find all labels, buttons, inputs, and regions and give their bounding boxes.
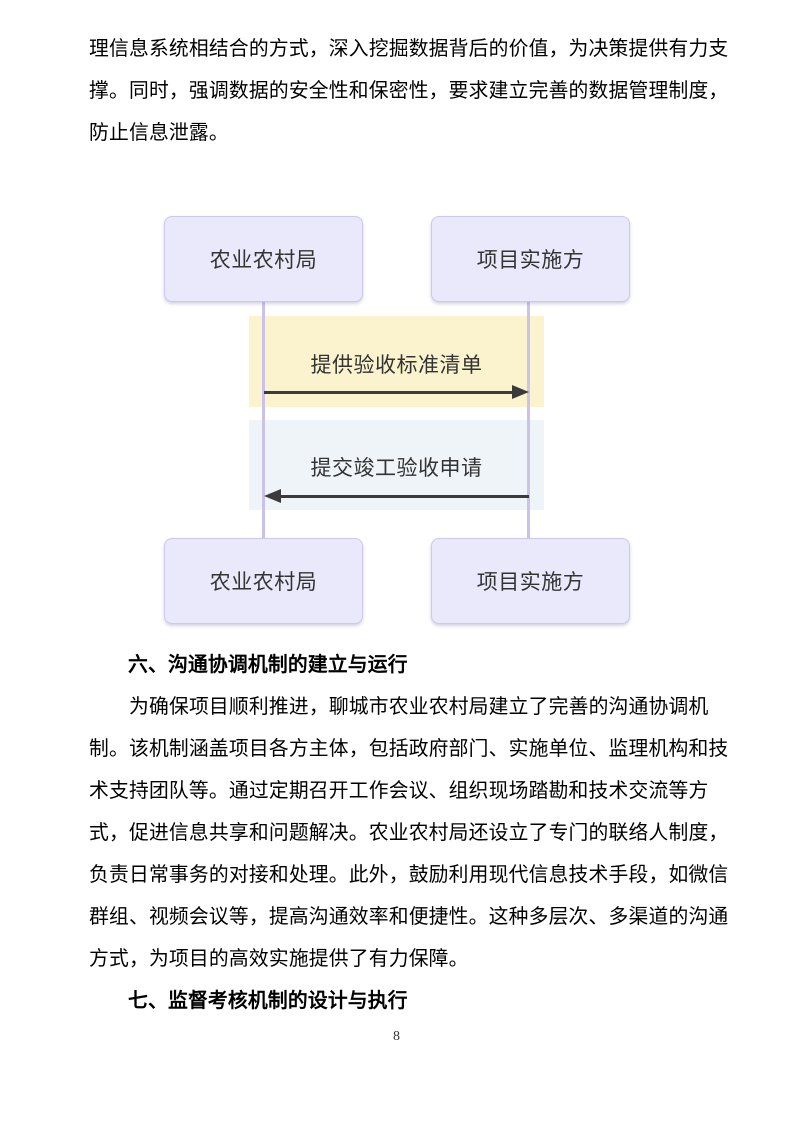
section-heading-six: 六、沟通协调机制的建立与运行 — [128, 654, 408, 676]
body-text-line: 撑。同时，强调数据的安全性和保密性，要求建立完善的数据管理制度， — [89, 80, 729, 102]
body-text-line: 群组、视频会议等，提高沟通效率和便捷性。这种多层次、多渠道的沟通 — [89, 906, 729, 928]
lifeline-right — [527, 302, 530, 538]
actor-label: 项目实施方 — [476, 571, 585, 594]
body-text-line: 术支持团队等。通过定期召开工作会议、组织现场踏勘和技术交流等方 — [89, 780, 709, 802]
body-text-line: 理信息系统相结合的方式，深入挖掘数据背后的价值，为决策提供有力支 — [89, 38, 729, 60]
body-text-line: 防止信息泄露。 — [89, 122, 229, 144]
actor-box-bottom-left: 农业农村局 — [164, 538, 363, 624]
actor-label: 项目实施方 — [476, 249, 585, 272]
paragraph-section-six: 六、沟通协调机制的建立与运行 为确保项目顺利推进，聊城市农业农村局建立了完善的沟… — [89, 644, 729, 1022]
actor-label: 农业农村局 — [209, 571, 318, 594]
lifeline-left — [262, 302, 265, 538]
actor-box-bottom-right: 项目实施方 — [431, 538, 630, 624]
body-text-line: 式，促进信息共享和问题解决。农业农村局还设立了专门的联络人制度， — [89, 822, 729, 844]
arrowhead-left-icon — [264, 489, 281, 503]
message-1-arrow-line — [264, 391, 514, 394]
paragraph-top: 理信息系统相结合的方式，深入挖掘数据背后的价值，为决策提供有力支 撑。同时，强调… — [89, 28, 729, 154]
message-1-label: 提供验收标准清单 — [310, 354, 483, 377]
actor-box-top-right: 项目实施方 — [431, 216, 630, 302]
message-2-label: 提交竣工验收申请 — [310, 457, 483, 480]
body-text-line: 制。该机制涵盖项目各方主体，包括政府部门、实施单位、监理机构和技 — [89, 738, 729, 760]
body-text-line: 为确保项目顺利推进，聊城市农业农村局建立了完善的沟通协调机 — [129, 696, 709, 718]
body-text-line: 方式，为项目的高效实施提供了有力保障。 — [89, 948, 469, 970]
page-number: 8 — [393, 1029, 400, 1044]
actor-box-top-left: 农业农村局 — [164, 216, 363, 302]
arrowhead-right-icon — [512, 385, 529, 399]
actor-label: 农业农村局 — [209, 249, 318, 272]
body-text-line: 负责日常事务的对接和处理。此外，鼓励利用现代信息技术手段，如微信 — [89, 864, 729, 886]
message-2-arrow-line — [280, 495, 529, 498]
sequence-diagram: 提供验收标准清单 提交竣工验收申请 农业农村局 项目实施方 农业农村局 项目实施… — [164, 216, 630, 624]
section-heading-seven: 七、监督考核机制的设计与执行 — [128, 990, 408, 1012]
